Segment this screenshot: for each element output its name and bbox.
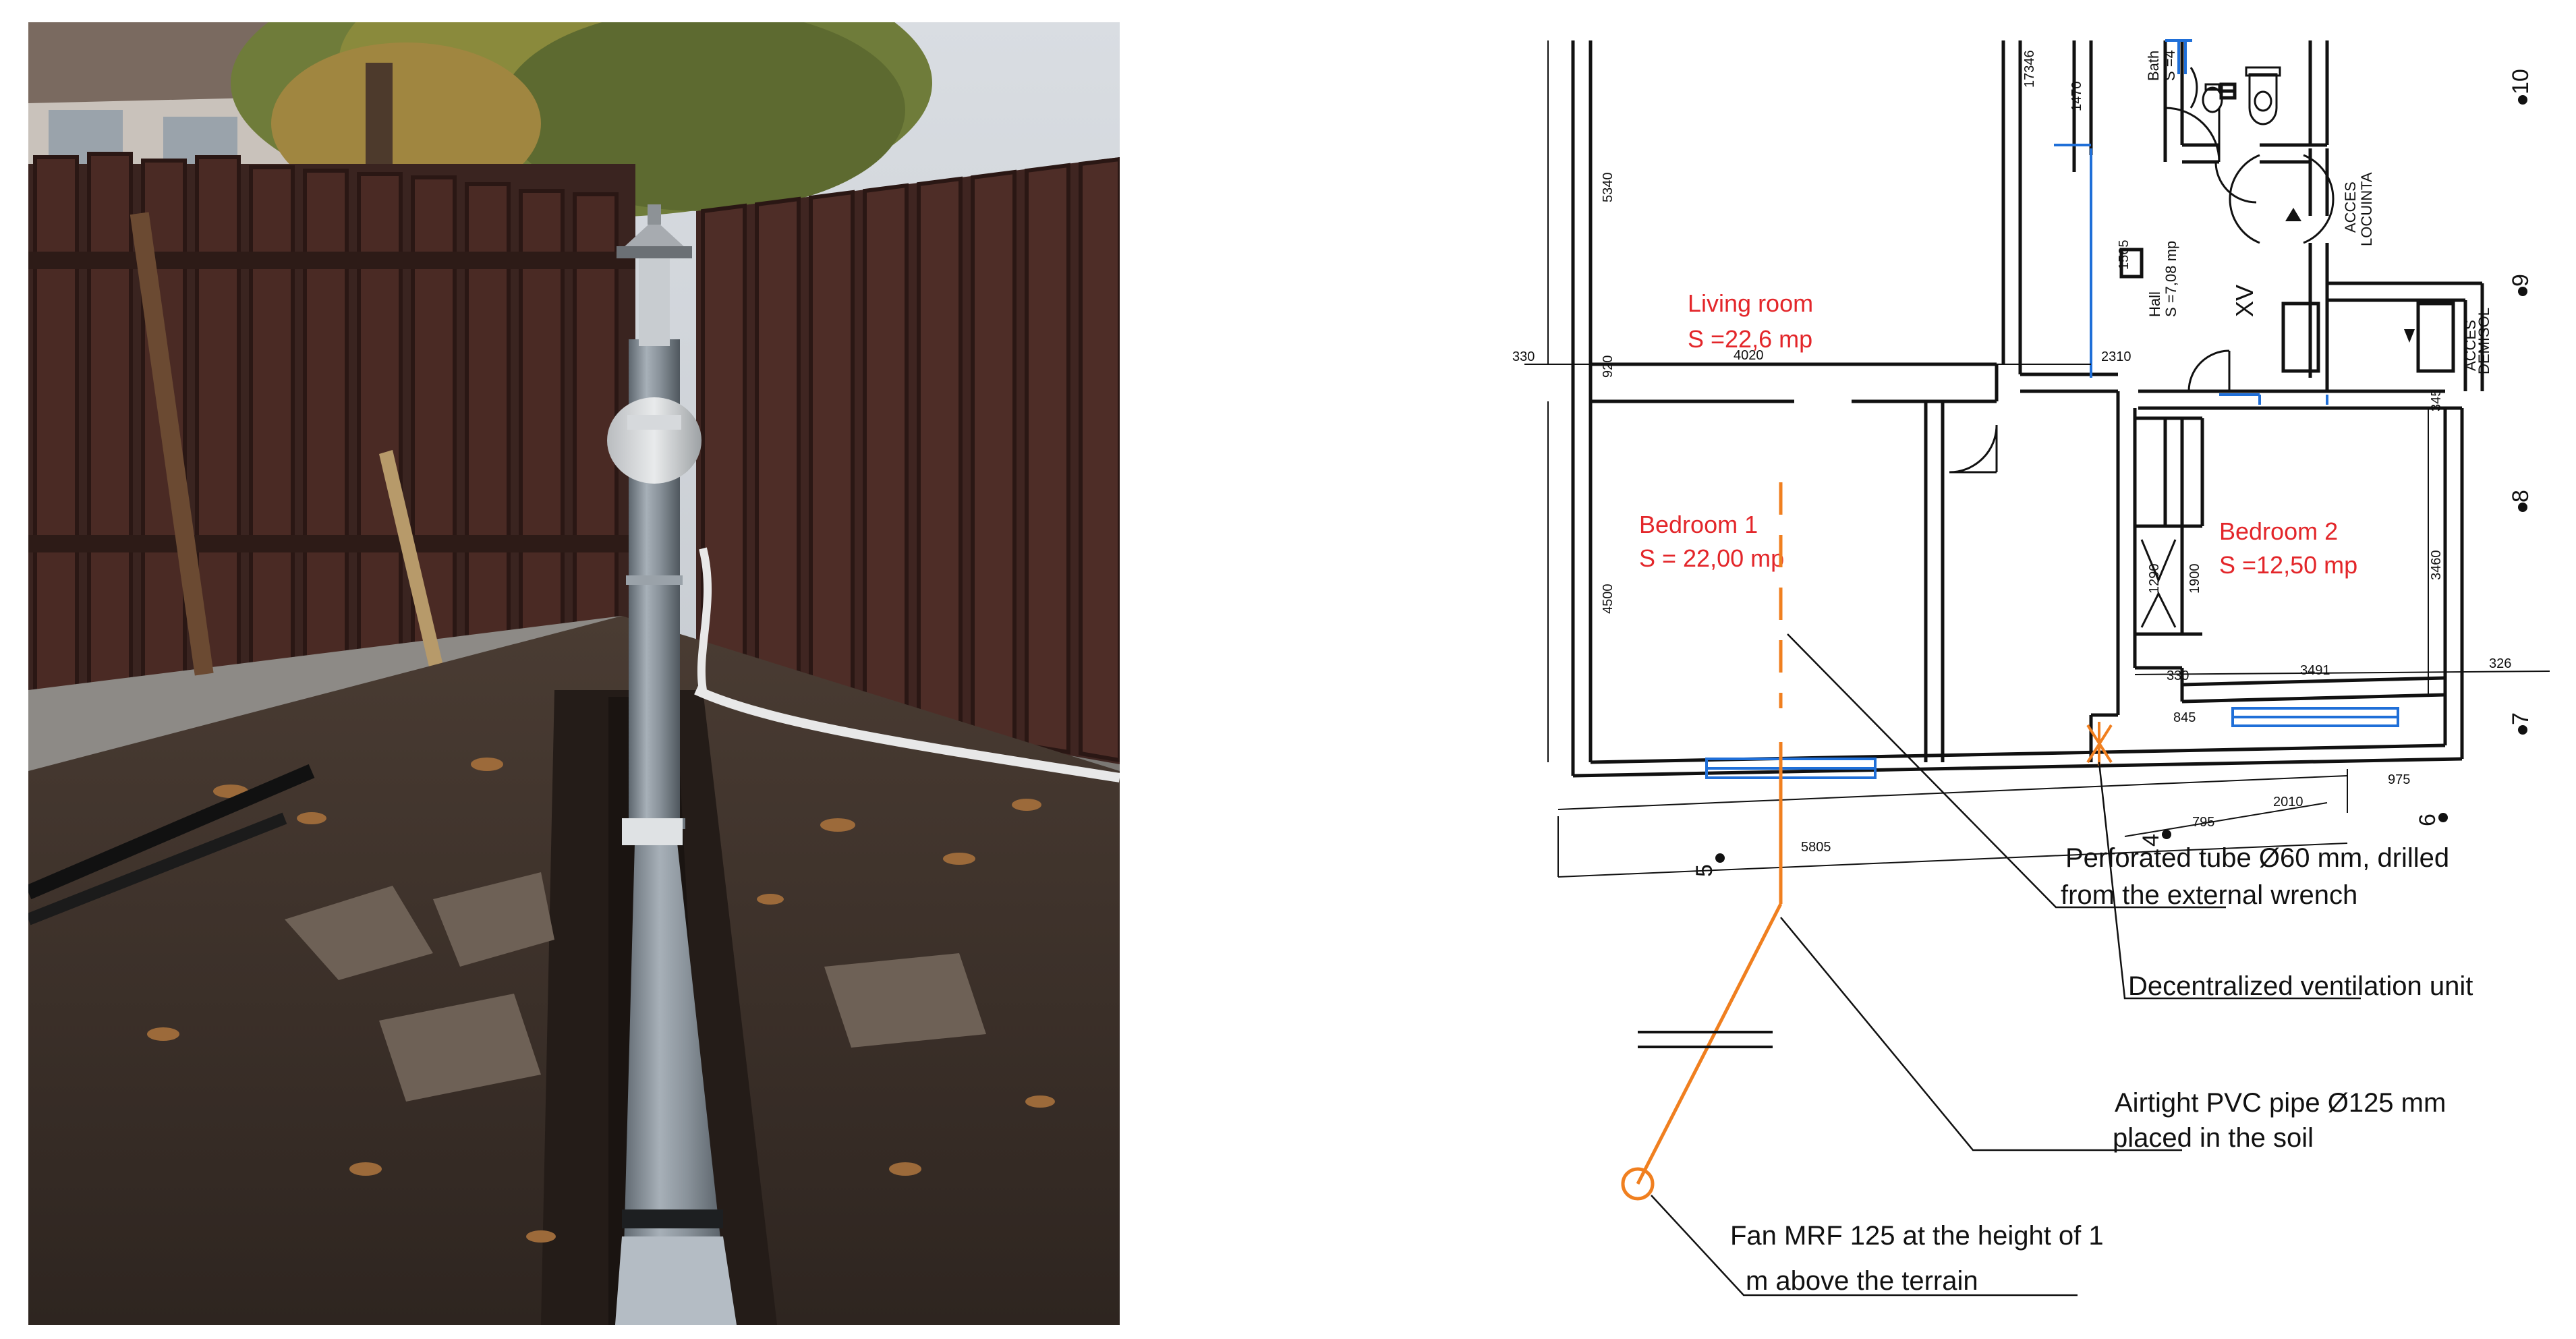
hall-area-label: S =7,08 mp [2163, 241, 2179, 317]
dim-920: 920 [1601, 355, 1615, 378]
dim-17346: 17346 [2022, 50, 2037, 88]
living-room-area: S =22,6 mp [1688, 325, 1812, 353]
axis-marker-10: 10 [2508, 69, 2534, 94]
axis-dot-6 [2438, 813, 2448, 822]
acces-demisol-arrow [2404, 329, 2415, 343]
axis-dot-8 [2518, 503, 2527, 512]
dim-795: 795 [2192, 815, 2214, 830]
pvc-pipe-route [1621, 482, 1783, 1201]
axis-dot-5 [1715, 853, 1725, 863]
axis-dot-7 [2518, 725, 2527, 735]
room-labels: Living room S =22,6 mp Bedroom 1 S = 22,… [1639, 289, 2357, 579]
xv-label: XV [2231, 285, 2258, 317]
axis-marker-9: 9 [2508, 274, 2534, 287]
bath-area-label: S =4 [2161, 50, 2178, 81]
annotation-pvc-line-1: Airtight PVC pipe Ø125 mm [2115, 1088, 2446, 1118]
acces-locuinta-arrow [2285, 208, 2301, 221]
dim-2010: 2010 [2273, 795, 2303, 809]
acces-locuinta-label-2: LOCUINTA [2358, 172, 2375, 246]
annotation-fan-line-1: Fan MRF 125 at the height of 1 [1730, 1221, 2104, 1251]
vertical-dimension-texts: 5340 4500 3460 17346 1470 1565 1900 1290… [1601, 50, 2444, 614]
annotation-fan-line-2: m above the terrain [1746, 1266, 1978, 1296]
axis-marker-4: 4 [2138, 834, 2164, 847]
bedroom-1-area: S = 22,00 mp [1639, 544, 1784, 572]
dim-4500: 4500 [1601, 584, 1615, 615]
annotation-ventilation-unit: Decentralized ventilation unit [2128, 971, 2473, 1001]
floor-plan-diagram: 330 4020 2310 330 845 3491 326 795 2010 … [1484, 0, 2576, 1336]
terrain-break-lines [1638, 1031, 1773, 1048]
floor-plan-svg: 330 4020 2310 330 845 3491 326 795 2010 … [1512, 39, 2550, 1297]
axis-dot-9 [2518, 287, 2527, 296]
annotation-perforated-line-1: Perforated tube Ø60 mm, drilled [2065, 843, 2449, 873]
door-swings [1949, 67, 2335, 628]
annotation-perforated-line-2: from the external wrench [2061, 880, 2357, 910]
axis-marker-5: 5 [1692, 864, 1717, 877]
installation-photo [28, 22, 1120, 1325]
dim-5805: 5805 [1801, 840, 1831, 855]
photo-illustration [28, 22, 1120, 1325]
dim-975: 975 [2388, 772, 2410, 787]
bath-label: Bath [2145, 51, 2162, 81]
dim-4020: 4020 [1734, 348, 1764, 363]
bedroom-2-name: Bedroom 2 [2219, 517, 2338, 545]
annotation-pvc-line-2: placed in the soil [2113, 1123, 2314, 1153]
dim-330-top: 330 [1512, 349, 1535, 364]
toilet-fixture [2245, 66, 2281, 125]
axis-marker-7: 7 [2508, 712, 2534, 725]
dim-5340: 5340 [1601, 173, 1615, 203]
small-room-labels: Bath S =4 Hall S =7,08 mp ACCES LOCUINTA… [2145, 50, 2492, 374]
dim-3460: 3460 [2429, 550, 2444, 581]
dim-2310: 2310 [2101, 349, 2131, 364]
annotations: Perforated tube Ø60 mm, drilled from the… [1730, 843, 2473, 1296]
axis-markers: 10 9 8 7 6 5 4 [1692, 69, 2534, 877]
plan-walls [1571, 40, 2484, 778]
acces-locuinta-label-1: ACCES [2342, 181, 2359, 233]
dim-345: 345 [2429, 389, 2444, 411]
dim-1565: 1565 [2117, 240, 2131, 270]
bedroom-2-area: S =12,50 mp [2219, 551, 2357, 579]
axis-marker-6: 6 [2415, 814, 2440, 826]
acces-demisol-label-2: DEMISOL [2475, 308, 2492, 374]
living-room-name: Living room [1688, 289, 1813, 317]
dim-1900: 1900 [2187, 564, 2202, 594]
dim-330-mid: 330 [2167, 668, 2189, 683]
dim-326: 326 [2489, 656, 2511, 671]
leader-lines [1651, 633, 2361, 1297]
axis-dot-10 [2518, 95, 2527, 105]
axis-dot-4 [2162, 830, 2171, 839]
dim-1470: 1470 [2069, 82, 2084, 112]
dim-845: 845 [2173, 710, 2196, 725]
dim-1290: 1290 [2147, 564, 2162, 594]
ventilation-unit-symbol [2086, 722, 2113, 766]
windows [1705, 39, 2399, 779]
dimension-lines [1524, 40, 2550, 878]
axis-marker-8: 8 [2508, 490, 2534, 503]
acces-demisol-label-1: ACCES [2462, 320, 2479, 371]
hall-label: Hall [2146, 291, 2163, 317]
dimension-texts: 330 4020 2310 330 845 3491 326 795 2010 … [1512, 348, 2511, 855]
bedroom-1-name: Bedroom 1 [1639, 511, 1758, 538]
dim-3491: 3491 [2300, 663, 2330, 678]
